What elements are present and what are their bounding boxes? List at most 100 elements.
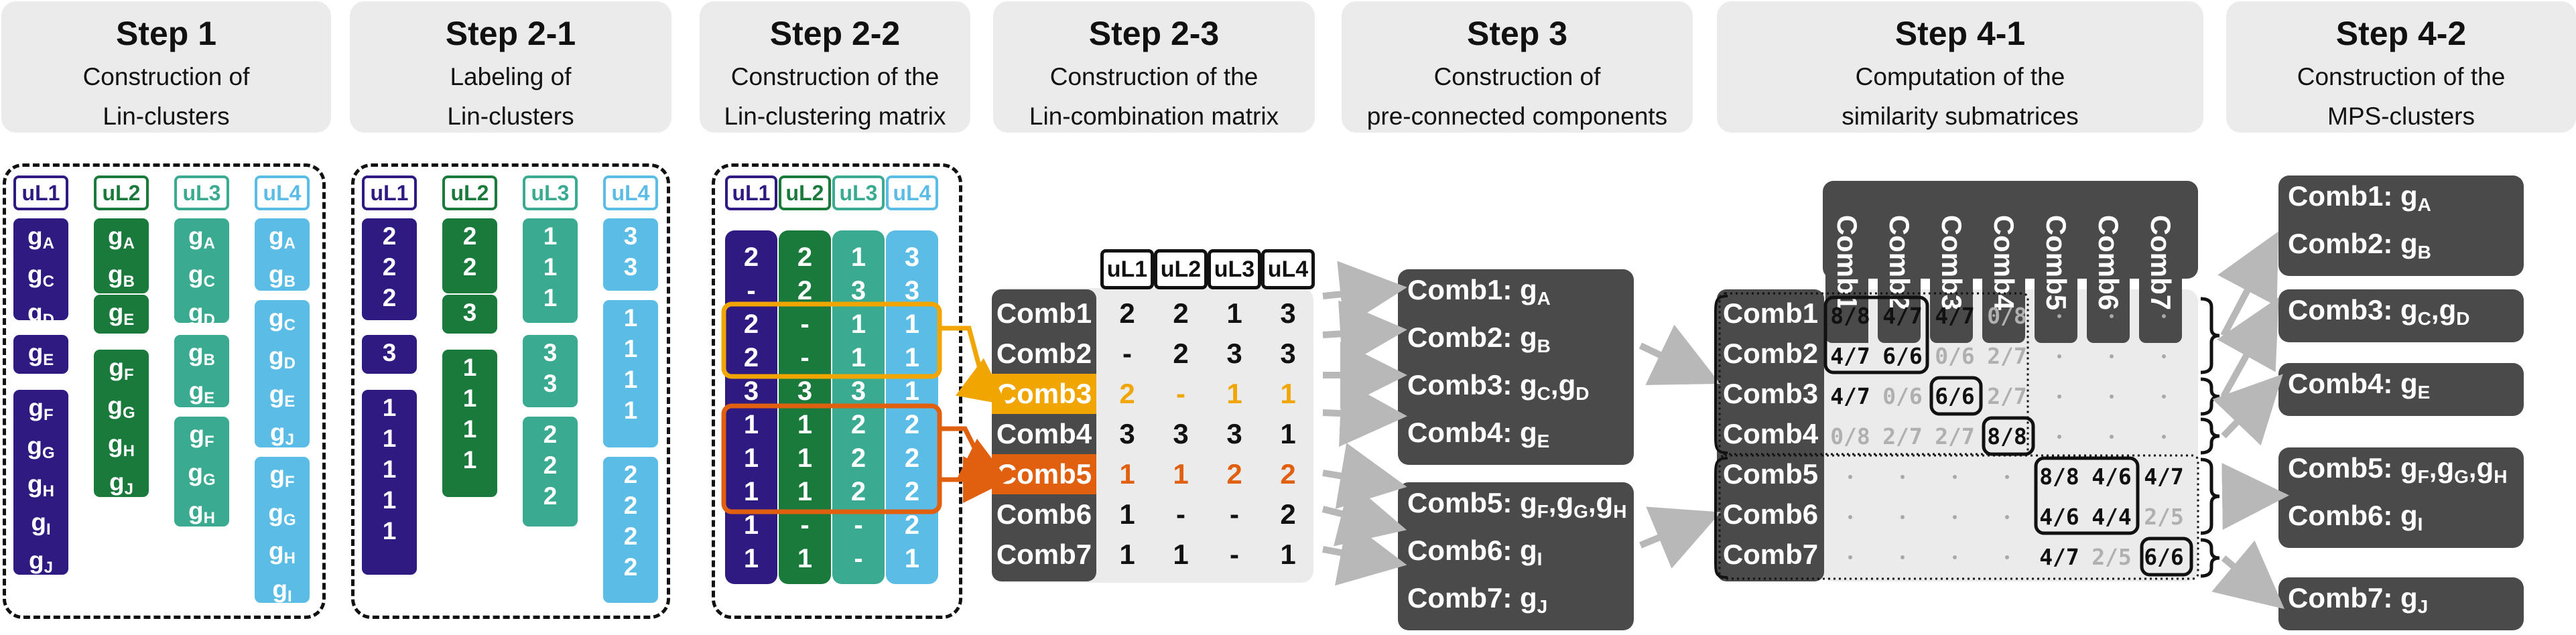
matrix-empty-dot <box>1901 475 1905 479</box>
step-subtitle-line1: Labeling of <box>450 63 572 90</box>
step41-cell: 2/7 <box>1882 423 1923 449</box>
step23-cell: - <box>1122 338 1132 369</box>
step1-ul1-label: uL1 <box>13 175 68 210</box>
matrix-empty-dot <box>2162 435 2166 439</box>
gene-letter: g <box>1520 274 1537 305</box>
step22-cell: 1 <box>797 544 813 573</box>
cluster-gene: gF <box>255 460 310 498</box>
flow-arrow <box>1639 506 1721 569</box>
gene-subscript: I <box>1537 549 1543 569</box>
cluster-label-value: 1 <box>462 415 477 443</box>
gene-label: gJ <box>1520 582 1547 617</box>
step23-cell: - <box>1230 498 1239 530</box>
gene-label: gH <box>2477 452 2508 487</box>
step23-cell: 2 <box>1173 338 1189 369</box>
gene-subscript: G <box>283 511 296 529</box>
comb-name: Comb4: <box>2288 368 2400 399</box>
cluster-gene: gF <box>174 419 229 457</box>
gene-subscript: F <box>123 366 134 384</box>
cluster-gene: gA <box>174 221 229 259</box>
gene-label: gJ <box>109 468 133 498</box>
gene-letter: g <box>1596 487 1614 518</box>
gene-subscript: B <box>123 273 135 291</box>
gene-letter: g <box>188 377 204 405</box>
mps-cluster-5: Comb7: gJ <box>2278 577 2524 630</box>
matrix-empty-dot <box>1953 475 1957 479</box>
step-title: Step 3 <box>1466 15 1568 52</box>
comb-name: Comb2: <box>1407 322 1520 353</box>
cluster-gene: gH <box>94 429 149 467</box>
gene-subscript: H <box>123 442 135 460</box>
step41-cell: 8/8 <box>2039 464 2079 490</box>
matrix-empty-dot <box>1848 475 1852 479</box>
step22-ul4-label: uL4 <box>886 175 938 210</box>
step23-cell: 1 <box>1226 297 1242 329</box>
matrix-empty-dot <box>2110 395 2114 399</box>
gene-subscript: I <box>46 520 51 539</box>
step41-cell: 6/6 <box>2144 544 2184 570</box>
step23-cell: 2 <box>1226 458 1242 490</box>
gene-subscript: J <box>124 480 133 498</box>
comb-line: Comb3: gC,gD <box>2278 291 2524 338</box>
step22-ul3-label: uL3 <box>832 175 885 210</box>
cluster-gene: gB <box>255 259 310 297</box>
step22-cell: 1 <box>797 410 813 439</box>
gene-label: gD <box>269 342 296 372</box>
step23-row-label: Comb2 <box>996 338 1092 369</box>
gene-subscript: B <box>283 273 296 291</box>
gene-subscript: F <box>2417 466 2429 487</box>
gene-label: gH <box>188 497 215 527</box>
cluster-label-value: 1 <box>462 354 477 381</box>
gene-letter: g <box>109 468 125 496</box>
flow-arrow <box>2211 540 2284 610</box>
cluster-gene: gE <box>255 379 310 417</box>
step1-ul2-label: uL2 <box>94 175 149 210</box>
cluster-label-value: 3 <box>623 253 638 281</box>
gene-subscript: G <box>42 444 55 462</box>
comb5-arrow-1 <box>940 426 1009 481</box>
gene-subscript: F <box>1537 501 1549 522</box>
step1-cluster: gE <box>13 335 68 374</box>
step23-cell: 2 <box>1280 458 1296 490</box>
gene-label: gJ <box>2400 582 2428 617</box>
comb-line: Comb1: gA <box>1398 271 1634 318</box>
gene-subscript: C <box>283 316 296 334</box>
comb-line: Comb4: gE <box>1398 413 1634 461</box>
step41-cell: 6/6 <box>1882 343 1923 369</box>
step22-ul2-label: uL2 <box>779 175 831 210</box>
step23-col-header: uL2 <box>1154 249 1208 289</box>
cluster-gene: gF <box>13 393 68 431</box>
gene-letter: g <box>2400 582 2418 614</box>
step23-cell: 3 <box>1226 418 1242 449</box>
gene-letter: g <box>269 222 284 250</box>
gene-letter: g <box>108 430 123 457</box>
gene-label: gE <box>108 299 135 329</box>
step41-col-label: Comb2 <box>1878 182 1921 343</box>
step41-cell: 0/8 <box>1987 303 2027 329</box>
cluster-gene: gJ <box>255 417 310 455</box>
gene-label: gH <box>1596 487 1627 522</box>
comb-name: Comb4: <box>1407 417 1520 448</box>
comb-name: Comb3: <box>1407 369 1520 401</box>
step-subtitle-line1: Construction of <box>1433 63 1601 90</box>
step41-cell: 6/6 <box>1935 383 1975 409</box>
comb-line: Comb2: gB <box>2278 224 2524 272</box>
step22-cell: - <box>747 276 756 305</box>
gene-subscript: I <box>287 587 292 606</box>
gene-letter: g <box>108 299 124 326</box>
step22-cell: 1 <box>743 443 759 473</box>
step41-row-label: Comb5 <box>1722 458 1819 490</box>
comb5-highlight-outline <box>721 403 942 514</box>
cluster-gene: gI <box>13 507 68 545</box>
gene-label: gD <box>188 299 215 329</box>
step-title: Step 2-1 <box>445 15 576 52</box>
